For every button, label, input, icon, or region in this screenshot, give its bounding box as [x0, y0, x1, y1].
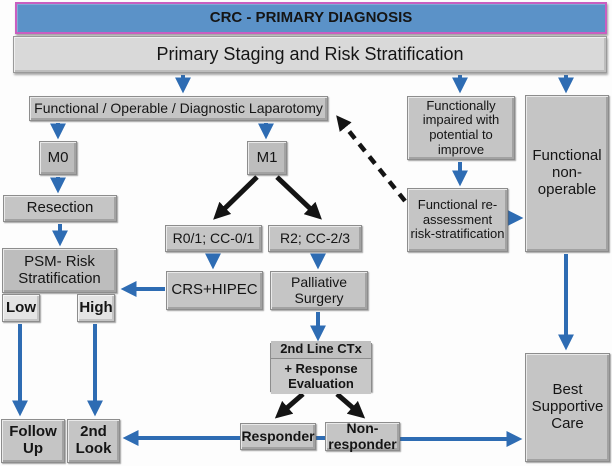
node-best-supportive-care: Best Supportive Care: [525, 353, 610, 462]
diagram-title: CRC - PRIMARY DIAGNOSIS: [15, 2, 607, 34]
node-2nd-line-ctx: 2nd Line CTx + Response Evaluation: [270, 341, 372, 394]
node-r2-cc23: R2; CC-2/3: [268, 225, 362, 252]
node-functional-reassessment: Functional re-assessment risk-stratifica…: [407, 188, 508, 252]
node-2nd-look: 2nd Look: [67, 419, 120, 463]
node-functionally-impaired: Functionally impaired with potential to …: [407, 96, 515, 160]
node-m0: M0: [39, 141, 77, 175]
ctx-subtitle: + Response Evaluation: [271, 358, 371, 394]
node-palliative-surgery: Palliative Surgery: [270, 271, 368, 310]
arrow-ctx-to-nonresponder: [335, 392, 366, 419]
node-resection: Resection: [3, 195, 117, 222]
arrow-m1-to-r01: [213, 175, 259, 220]
staging-bar: Primary Staging and Risk Stratification: [13, 36, 607, 73]
node-responder: Responder: [240, 423, 316, 450]
arrow-ctx-to-responder: [274, 392, 305, 419]
node-laparotomy: Functional / Operable / Diagnostic Lapar…: [29, 96, 328, 121]
node-m1: M1: [247, 141, 287, 175]
node-high: High: [77, 294, 115, 322]
node-functional-non-operable: Functional non-operable: [525, 95, 609, 252]
arrow-m1-to-r2: [275, 175, 322, 220]
node-crs-hipec: CRS+HIPEC: [166, 271, 263, 310]
node-psm-risk: PSM- Risk Stratification: [2, 248, 117, 293]
arrow-reassessment-to-laparotomy-dashed: [336, 115, 407, 203]
node-r01-cc01: R0/1; CC-0/1: [165, 225, 262, 252]
node-non-responder: Non-responder: [325, 420, 400, 451]
node-follow-up: Follow Up: [1, 419, 65, 463]
node-low: Low: [2, 294, 40, 322]
ctx-title: 2nd Line CTx: [271, 341, 371, 359]
